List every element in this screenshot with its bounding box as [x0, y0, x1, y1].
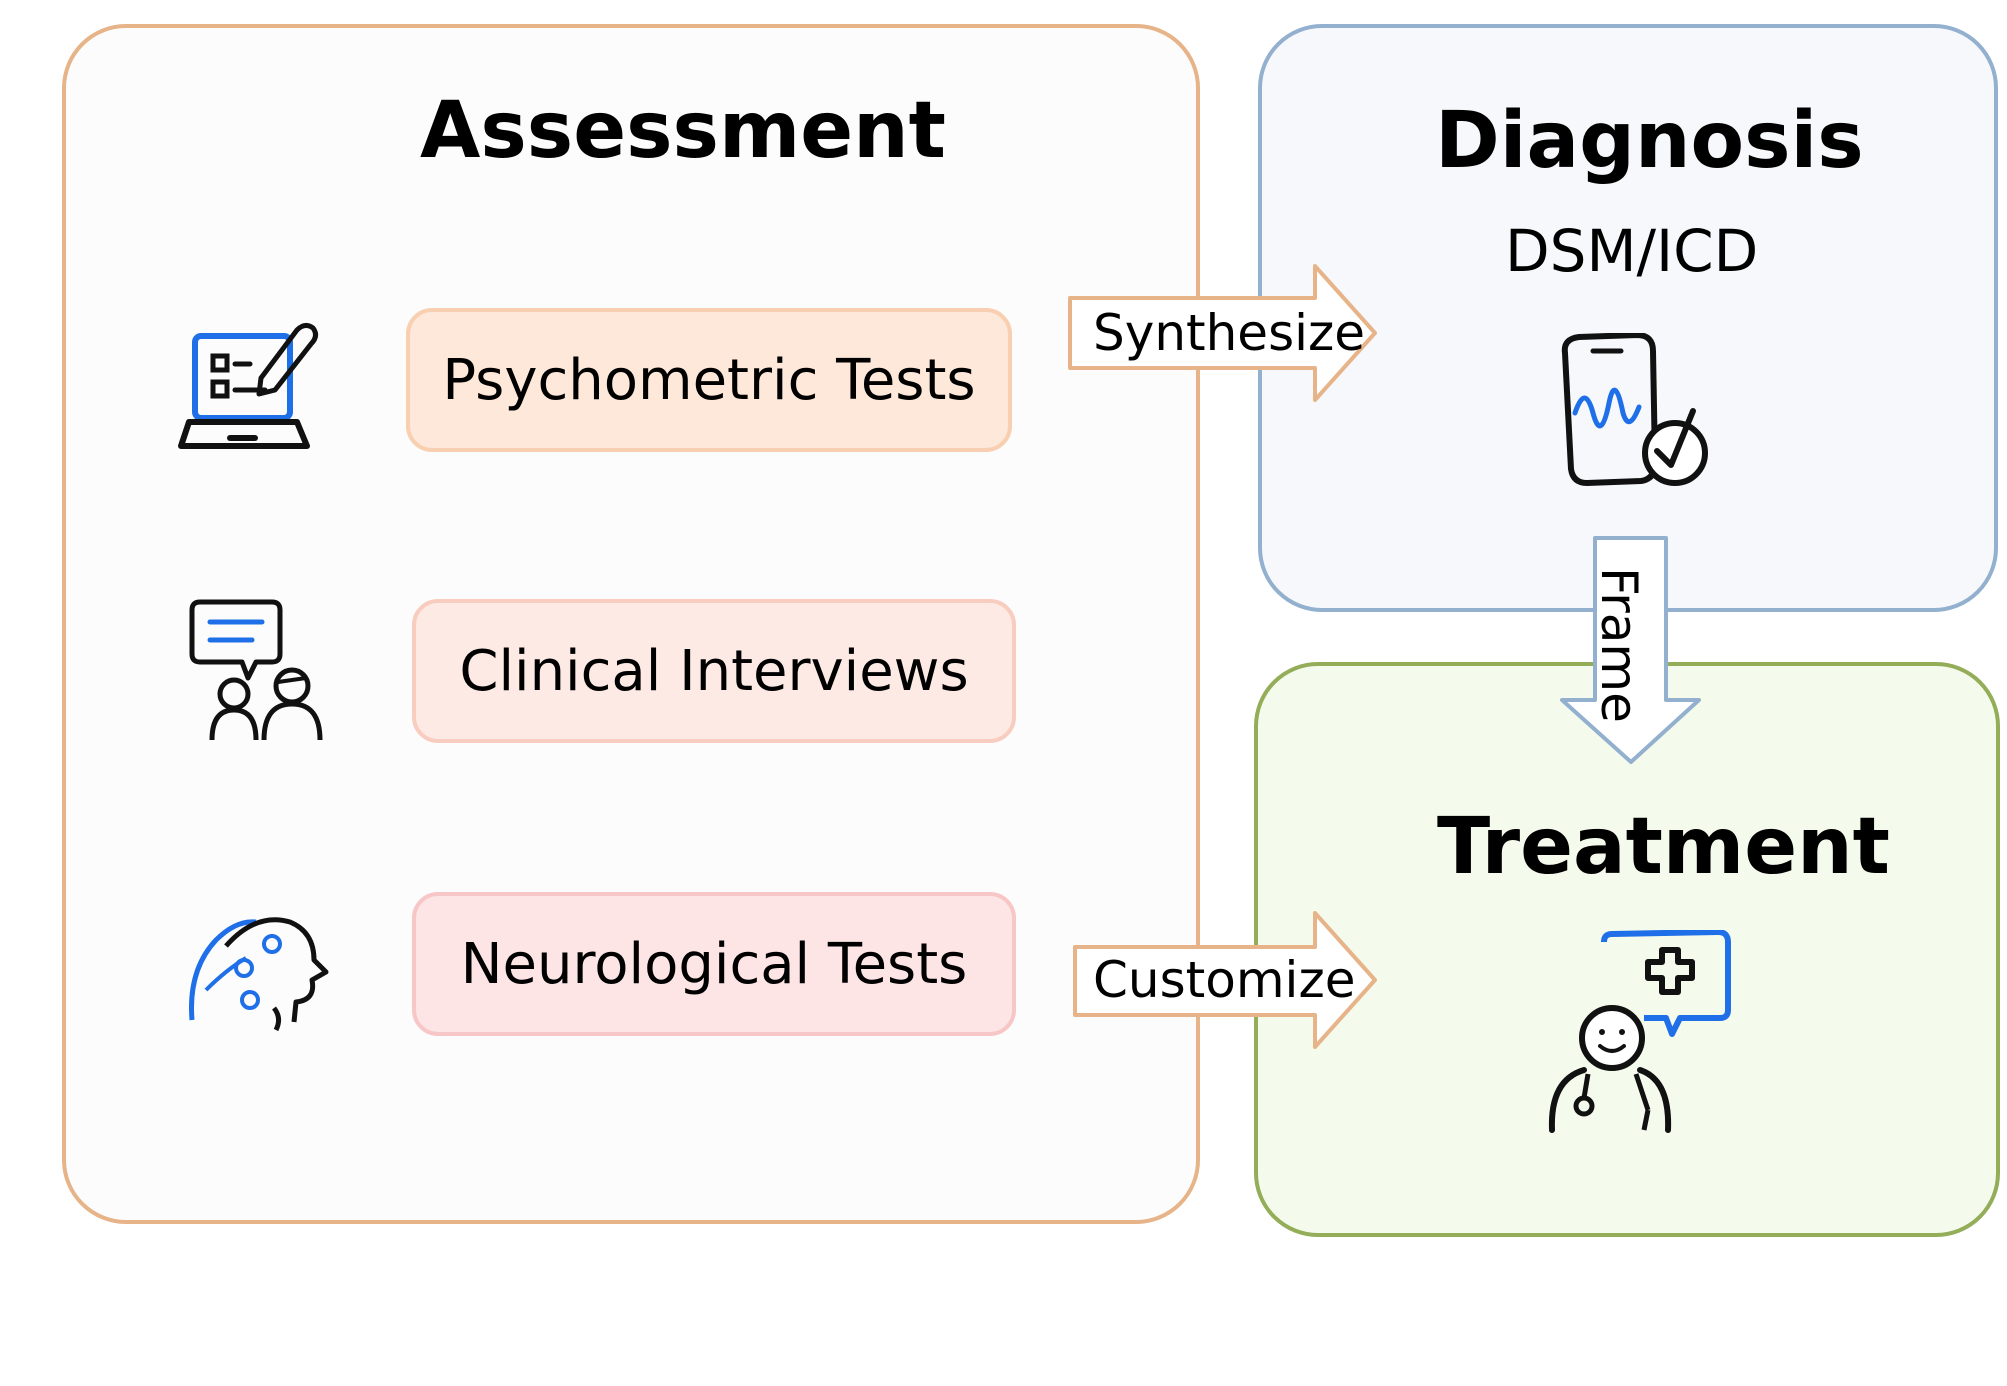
treatment-title: Treatment — [1437, 802, 1890, 892]
doctor-medical-icon — [1548, 930, 1731, 1133]
customize-label: Customize — [1093, 951, 1356, 1009]
interview-people-icon — [189, 599, 323, 741]
assessment-title: Assessment — [420, 86, 946, 176]
brain-head-icon — [189, 917, 329, 1032]
diagnosis-panel — [1258, 24, 1998, 612]
diagnosis-title: Diagnosis — [1435, 96, 1864, 186]
diagnosis-subtitle: DSM/ICD — [1505, 217, 1759, 285]
clinical-interviews-box: Clinical Interviews — [412, 599, 1016, 743]
frame-label: Frame — [1590, 567, 1648, 723]
psychometric-tests-box: Psychometric Tests — [406, 308, 1012, 452]
phone-check-icon — [1561, 333, 1708, 486]
synthesize-label: Synthesize — [1093, 304, 1366, 362]
laptop-checklist-icon — [178, 322, 319, 449]
neurological-tests-box: Neurological Tests — [412, 892, 1016, 1036]
